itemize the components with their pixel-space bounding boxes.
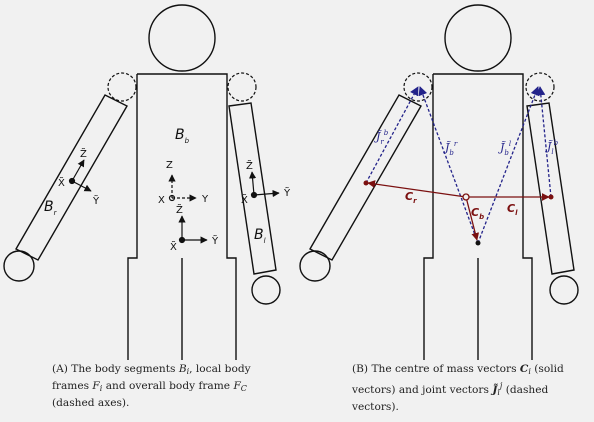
right-arm-label: Br <box>44 199 58 217</box>
body-frame-y-label: Ỹ <box>211 234 219 247</box>
shoulder-joint-left-b <box>525 72 555 102</box>
joint-label-body-left: J̃bl <box>498 140 511 157</box>
right-arm-segment <box>15 94 128 261</box>
right-frame-y-label: Ỹ <box>92 194 100 207</box>
head-b <box>444 4 512 72</box>
torso-a <box>127 73 237 360</box>
torso-b <box>423 73 533 360</box>
right-arm-frame <box>68 159 92 192</box>
right-hand <box>3 250 35 282</box>
left-arm-com <box>548 194 554 200</box>
right-arm-com <box>363 180 369 186</box>
caption-panel-b: (B) The centre of mass vectors Ci (solid… <box>352 363 564 413</box>
body-frame-z-label: Z̃ <box>176 203 183 216</box>
joint-vector-body-left <box>477 86 540 244</box>
panel-b: Cr Cl Cb J̃rb J̃br J̃bl J̃lb <box>299 4 579 360</box>
body-segment-diagram: Z̃ Ỹ X̃ Br Z̃ Ỹ X̃ Bl Bb Z Y X Z̃ <box>3 4 579 360</box>
com-vectors <box>367 180 550 241</box>
overall-body-frame <box>168 174 197 202</box>
panel-a: Z̃ Ỹ X̃ Br Z̃ Ỹ X̃ Bl Bb Z Y X Z̃ <box>3 4 291 360</box>
shoulder-joint-right-b <box>403 72 433 102</box>
shoulder-joint-right-a <box>107 72 137 102</box>
com-vector-right <box>367 180 467 198</box>
overall-frame-y-label: Y <box>201 194 209 205</box>
overall-frame-x-label: X <box>158 195 165 206</box>
body-frame <box>178 215 208 244</box>
left-arm-segment <box>228 102 277 275</box>
body-com <box>475 240 481 246</box>
left-hand <box>251 275 281 305</box>
joint-label-body-right: J̃br <box>443 140 458 157</box>
right-hand-b <box>299 250 331 282</box>
left-arm-label: Bl <box>254 227 266 245</box>
joint-vectors <box>365 86 552 244</box>
right-frame-x-label: X̃ <box>58 176 65 189</box>
caption-panel-a: (A) The body segments Bi, local body fra… <box>52 363 251 409</box>
joint-vector-body-right <box>418 86 479 244</box>
body-label: Bb <box>175 127 190 145</box>
overall-com-point <box>462 193 470 201</box>
joint-vector-right-arm <box>365 86 419 184</box>
joint-vector-left-arm <box>536 86 552 198</box>
cr-label: Cr <box>405 190 417 205</box>
left-arm-segment-b <box>526 102 575 275</box>
left-frame-x-label: X̃ <box>241 193 248 206</box>
right-frame-z-label: Z̃ <box>80 147 87 160</box>
cl-label: Cl <box>507 202 518 217</box>
overall-frame-z-label: Z <box>166 160 173 171</box>
cb-label: Cb <box>471 206 484 221</box>
com-vector-body <box>465 196 480 241</box>
joint-label-right-arm: J̃rb <box>374 129 389 146</box>
left-frame-y-label: Ỹ <box>283 186 291 199</box>
joint-label-left-arm: J̃lb <box>545 139 559 156</box>
head-a <box>148 4 216 72</box>
shoulder-joint-left-a <box>227 72 257 102</box>
left-hand-b <box>549 275 579 305</box>
body-frame-x-label: X̃ <box>170 240 177 253</box>
left-frame-z-label: Z̃ <box>246 159 253 172</box>
right-arm-segment-b <box>309 94 422 261</box>
left-arm-frame <box>248 171 280 199</box>
